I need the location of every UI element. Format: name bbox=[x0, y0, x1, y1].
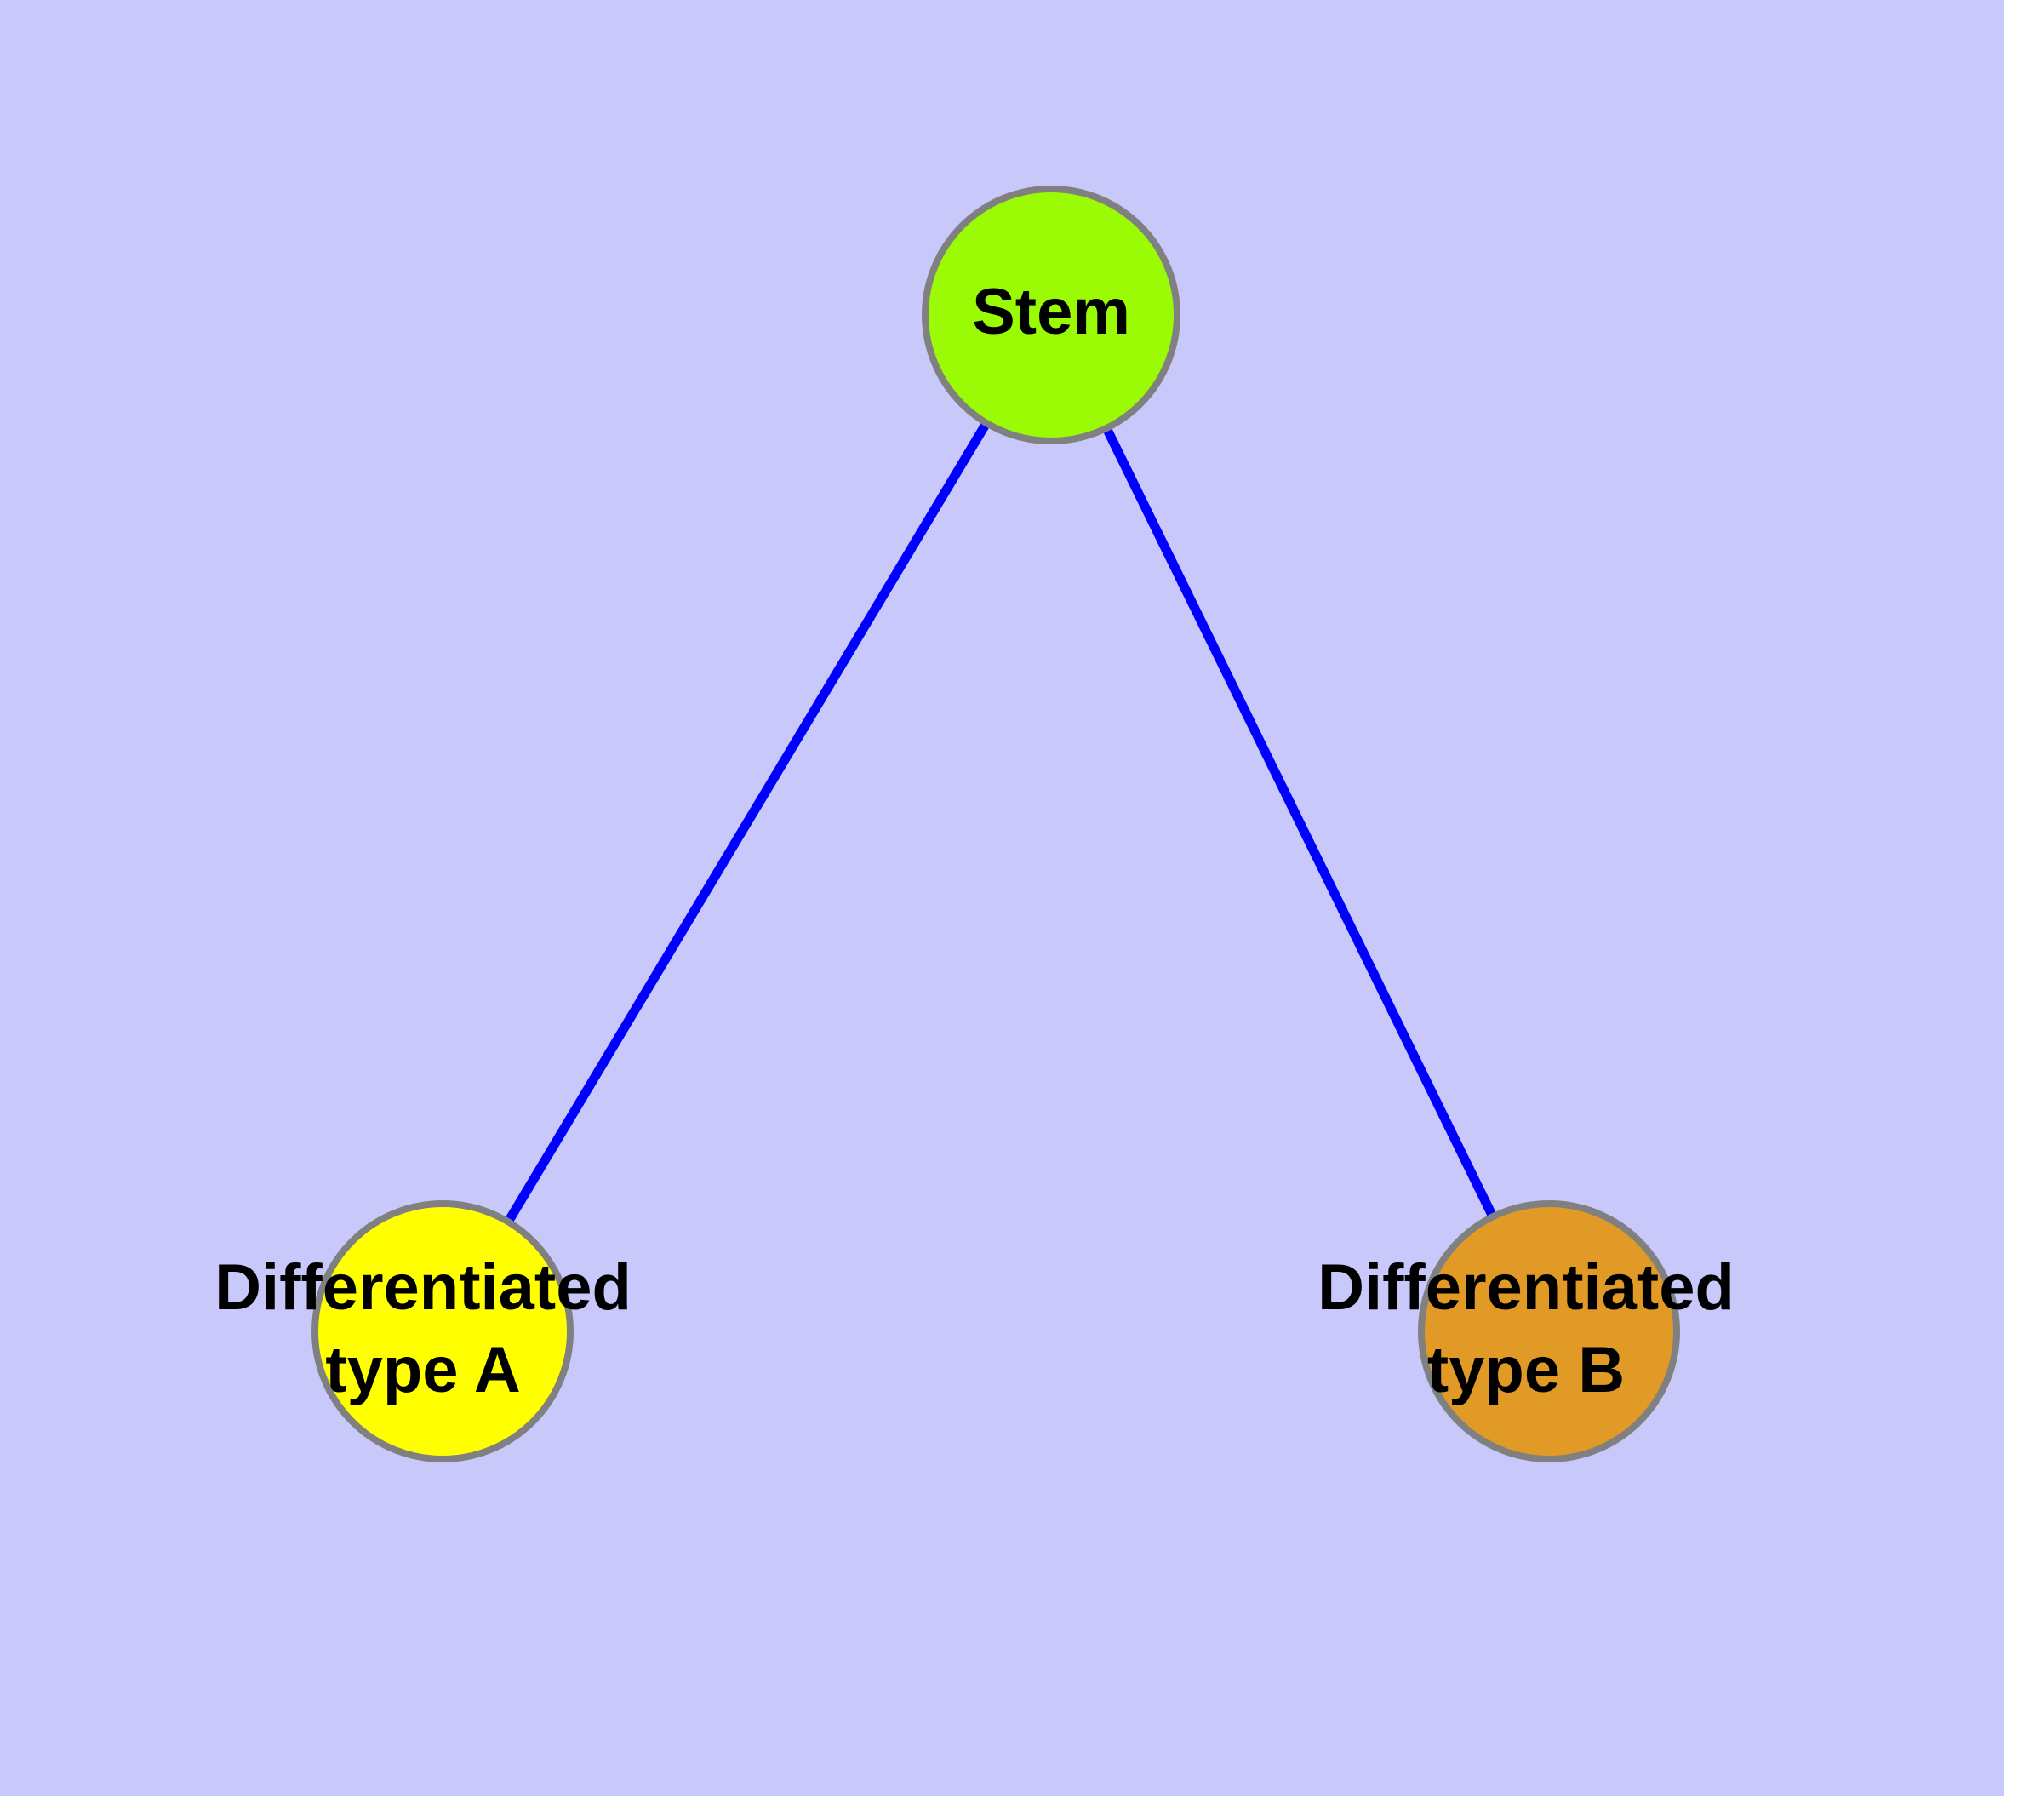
node-label-stem: Stem bbox=[972, 276, 1130, 348]
node-circle-stem[interactable] bbox=[922, 186, 1180, 444]
node-differentiated-type-a[interactable]: Differentiated type A bbox=[214, 1200, 632, 1462]
edges-group bbox=[438, 312, 1553, 1334]
edge-stem-to-differentiated-type-b[interactable] bbox=[1047, 312, 1553, 1334]
node-circle-differentiated-type-a[interactable] bbox=[311, 1200, 574, 1462]
node-label-differentiated-type-b-line2: type B bbox=[1427, 1334, 1625, 1406]
node-circle-differentiated-type-b[interactable] bbox=[1418, 1200, 1680, 1462]
node-label-differentiated-type-a-line2: type A bbox=[325, 1334, 520, 1406]
node-label-differentiated-type-b-line1: Differentiated bbox=[1317, 1251, 1735, 1324]
node-stem[interactable]: Stem bbox=[922, 186, 1180, 444]
edge-stem-to-differentiated-type-a[interactable] bbox=[438, 312, 1055, 1334]
node-label-differentiated-type-a-line1: Differentiated bbox=[214, 1251, 632, 1324]
node-differentiated-type-b[interactable]: Differentiated type B bbox=[1317, 1200, 1735, 1462]
